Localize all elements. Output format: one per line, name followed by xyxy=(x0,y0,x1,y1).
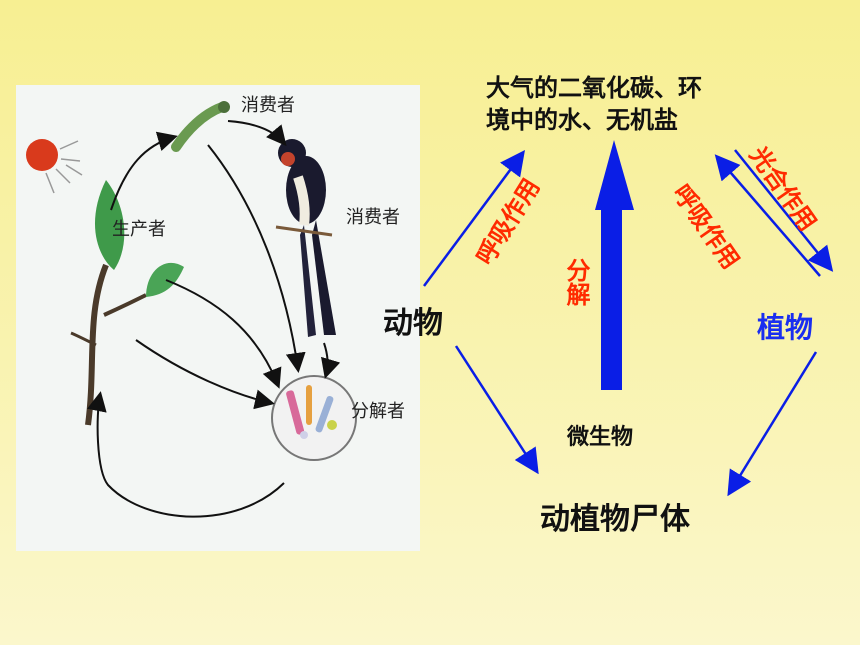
atmosphere-line-2: 境中的水、无机盐 xyxy=(486,106,678,134)
decomposer-circle xyxy=(271,375,357,461)
producer-label: 生产者 xyxy=(112,219,166,240)
arrow-plant-to-air xyxy=(714,154,821,277)
arrow-animal-to-bodies xyxy=(454,345,539,475)
microbe-label: 微生物 xyxy=(567,425,634,450)
arrow-plant-to-bodies xyxy=(727,351,818,497)
plant-label: 植物 xyxy=(757,311,814,344)
ecosystem-svg xyxy=(26,101,357,518)
ecosystem-illustration: 消费者 消费者 生产者 分解者 xyxy=(16,85,420,551)
sun-icon xyxy=(26,139,83,194)
animal-label: 动物 xyxy=(383,306,443,341)
caterpillar-icon xyxy=(171,101,230,152)
decomposer-label: 分解者 xyxy=(351,401,405,422)
atmosphere-line-1: 大气的二氧化碳、环 xyxy=(486,74,702,102)
consumer-label-2: 消费者 xyxy=(346,207,400,228)
arrow-air-to-plant xyxy=(734,149,834,272)
arrow-animal-to-air xyxy=(422,149,525,287)
decompose-label: 分解 xyxy=(562,258,590,306)
consumer-label-1: 消费者 xyxy=(241,95,295,116)
bird-icon xyxy=(275,139,336,337)
decomposition-arrow xyxy=(595,140,634,390)
bodies-label: 动植物尸体 xyxy=(540,502,690,537)
